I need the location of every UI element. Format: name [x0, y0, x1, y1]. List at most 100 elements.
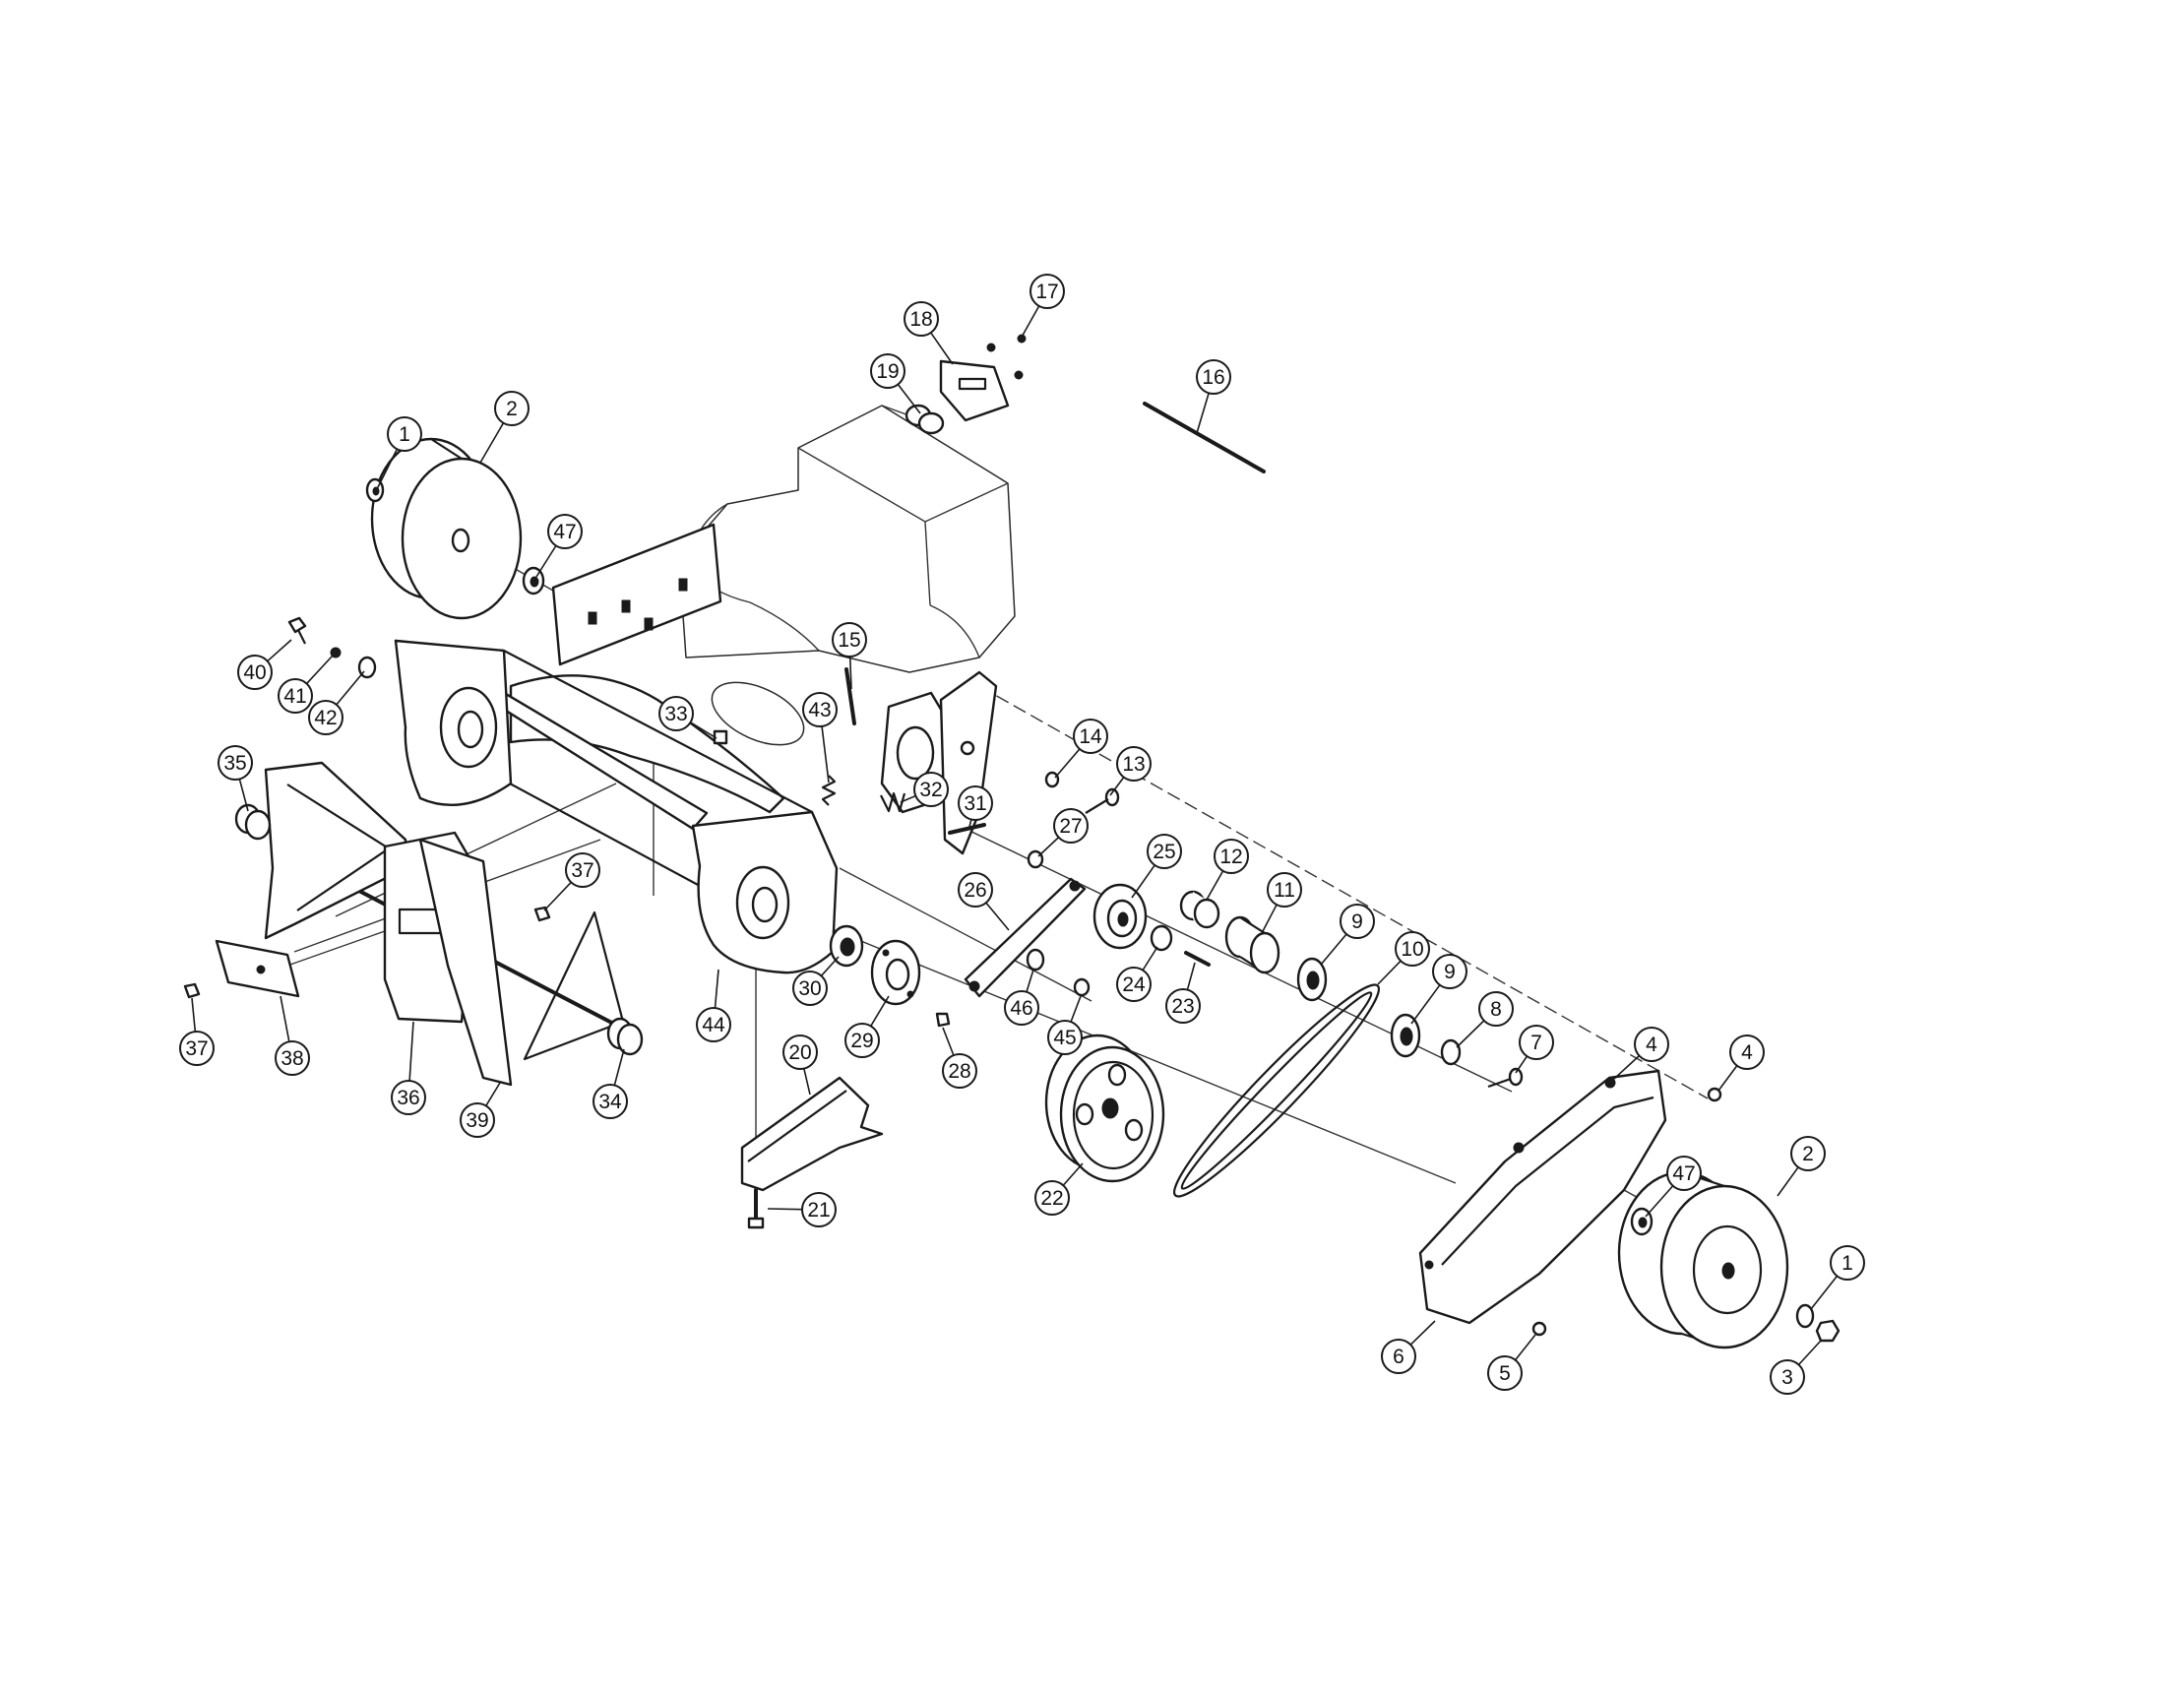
- leader-line: [535, 544, 557, 578]
- callout-14: 14: [1054, 719, 1108, 779]
- part-34-bushing-front: [616, 1023, 644, 1056]
- callout-circle: [1196, 359, 1231, 395]
- part-46-washer: [1026, 948, 1045, 972]
- callout-number: 41: [283, 685, 306, 708]
- parts-40-41-42: [287, 616, 377, 679]
- leader-line: [803, 1068, 811, 1096]
- callout-number: 39: [466, 1109, 488, 1132]
- leader-line: [280, 995, 290, 1042]
- leader-line: [1206, 870, 1224, 901]
- callout-25: 25: [1131, 834, 1182, 899]
- callout-9: 9: [1320, 904, 1375, 966]
- callout-13: 13: [1109, 746, 1152, 796]
- callout-circle: [844, 1023, 880, 1058]
- callout-27: 27: [1037, 808, 1089, 857]
- callout-circle: [1147, 834, 1182, 869]
- washer-hole: [530, 576, 539, 588]
- callout-circle: [1770, 1359, 1805, 1395]
- part-37-bolt: [183, 982, 201, 999]
- leader-line: [714, 969, 719, 1009]
- callout-8: 8: [1456, 991, 1514, 1048]
- callout-number: 9: [1444, 961, 1456, 983]
- mount-hole: [644, 617, 654, 631]
- assembly-line: [965, 828, 1513, 1093]
- callout-number: 16: [1202, 366, 1224, 389]
- callout-19: 19: [870, 353, 921, 414]
- flange-bolt-hole: [882, 949, 890, 957]
- rod: [1143, 402, 1266, 473]
- callout-circle: [278, 678, 313, 714]
- mount-hole: [678, 578, 688, 592]
- callout-28: 28: [942, 1027, 977, 1089]
- part-31-pin: [948, 823, 986, 835]
- callout-circle: [1214, 839, 1249, 874]
- callout-47: 47: [1645, 1156, 1702, 1218]
- leader-line: [968, 819, 972, 828]
- leader-line: [479, 422, 505, 464]
- leader-line: [1196, 393, 1210, 434]
- callout-46: 46: [1004, 969, 1039, 1026]
- callout-43: 43: [802, 692, 838, 784]
- callout-15: 15: [832, 622, 867, 690]
- callout-circle: [1487, 1355, 1523, 1391]
- callout-circle: [308, 700, 343, 735]
- callout-number: 31: [964, 792, 986, 815]
- assembly-line: [978, 685, 1709, 1099]
- bushing: [917, 411, 945, 435]
- callout-circle: [1165, 988, 1201, 1024]
- lock-washer: [330, 647, 342, 658]
- part-20-bracket: [740, 1076, 884, 1229]
- part-37-bolt: [533, 906, 551, 922]
- callout-37: 37: [543, 852, 600, 911]
- leader-line: [767, 1208, 803, 1211]
- part-7-bolt-shank: [1487, 1077, 1512, 1089]
- leader-line: [336, 670, 365, 706]
- leader-line: [820, 956, 840, 976]
- callout-circle: [275, 1040, 310, 1076]
- callout-number: 35: [223, 752, 246, 775]
- callout-circle: [904, 301, 939, 337]
- pulley-hole: [1107, 1063, 1127, 1087]
- leader-line: [985, 902, 1010, 931]
- callout-circle: [832, 622, 867, 658]
- leader-line: [1261, 904, 1278, 934]
- callout-number: 25: [1153, 841, 1175, 863]
- callout-circle: [1790, 1136, 1826, 1171]
- shaft: [844, 667, 856, 725]
- callout-number: 21: [807, 1199, 830, 1222]
- part-23-bolt: [1184, 951, 1211, 967]
- engine-mounting-plate: [551, 523, 722, 666]
- bolt-shank: [297, 629, 306, 645]
- gearbox-hub: [896, 725, 935, 781]
- leader-line: [543, 881, 572, 911]
- callout-21: 21: [767, 1192, 837, 1227]
- callout-circle: [942, 1053, 977, 1089]
- callout-circle: [782, 1035, 818, 1070]
- leader-line: [238, 779, 249, 812]
- part-12-bushing-front: [1193, 898, 1220, 929]
- callout-circle: [802, 692, 838, 727]
- callout-36: 36: [391, 1021, 426, 1115]
- part-11-edge: [1239, 916, 1266, 934]
- callout-circle: [1034, 1180, 1070, 1216]
- callout-circle: [696, 1007, 731, 1042]
- leader-line: [900, 794, 916, 803]
- callout-number: 10: [1401, 938, 1423, 961]
- leader-line: [1613, 1054, 1641, 1080]
- callout-32: 32: [900, 772, 949, 807]
- callout-circle: [1030, 274, 1065, 309]
- arm-hole: [968, 980, 980, 992]
- callout-20: 20: [782, 1035, 818, 1096]
- part-13-bolt-shank: [1085, 798, 1109, 814]
- frame-bottom-edge: [496, 776, 701, 887]
- leader-line: [1377, 960, 1402, 985]
- bolt-head: [287, 616, 307, 634]
- leader-line: [1037, 837, 1060, 857]
- leader-line: [1797, 1340, 1822, 1366]
- idler-bracket: [939, 670, 998, 855]
- leader-line: [1186, 962, 1196, 990]
- leader-line: [1062, 1162, 1084, 1186]
- assembly-line: [839, 867, 1092, 1002]
- callout-number: 20: [788, 1041, 811, 1064]
- callout-circle: [1830, 1245, 1865, 1281]
